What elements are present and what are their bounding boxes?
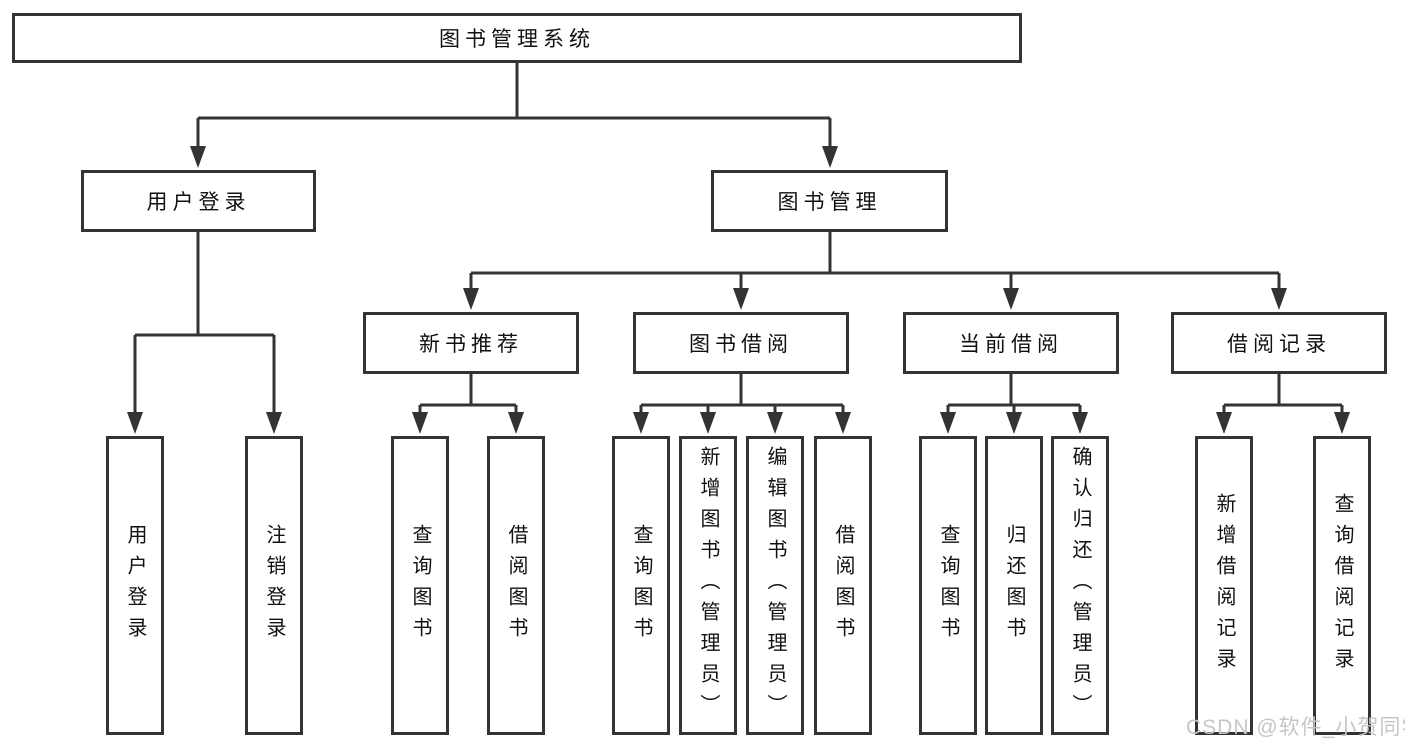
leaf-add-borrow-record: 新增借阅记录 [1195,436,1253,735]
arrowhead [767,412,783,434]
node-label: 图书借阅 [689,333,793,356]
leaf-query-books-current: 查询图书 [919,436,977,735]
arrowhead [1003,288,1019,310]
leaf-edit-book-admin: 编辑图书（管理员） [746,436,804,735]
csdn-watermark: CSDN @软件_小贺同学 [1186,716,1405,739]
node-label: 新书推荐 [419,333,523,356]
node-label: 注销登录 [263,523,285,648]
arrowhead [940,412,956,434]
arrowhead [1334,412,1350,434]
node-label: 查询借阅记录 [1331,492,1353,679]
node-label: 当前借阅 [959,333,1063,356]
connector-user-login-to-leaves [127,232,282,434]
node-label: 确认归还（管理员） [1069,446,1091,725]
node-new-book-recommend: 新书推荐 [363,312,579,374]
connector-root-to-level2 [190,62,838,168]
arrowhead [508,412,524,434]
node-current-borrow: 当前借阅 [903,312,1119,374]
connector-book-borrow-to-leaves [633,374,851,434]
leaf-query-borrow-record: 查询借阅记录 [1313,436,1371,735]
leaf-borrow-books: 借阅图书 [814,436,872,735]
leaf-user-login: 用户登录 [106,436,164,735]
arrowhead [1216,412,1232,434]
node-borrow-records: 借阅记录 [1171,312,1387,374]
connector-new-book-recommend-to-leaves [412,374,524,434]
arrowhead [190,146,206,168]
arrowhead [633,412,649,434]
arrowhead [733,288,749,310]
arrowhead [700,412,716,434]
arrowhead [127,412,143,434]
node-book-borrow: 图书借阅 [633,312,849,374]
connector-book-management-to-level3 [463,232,1287,310]
node-label: 图书管理 [777,191,882,214]
leaf-logout: 注销登录 [245,436,303,735]
node-label: 用户登录 [124,523,146,648]
leaf-query-books-borrow: 查询图书 [612,436,670,735]
node-label: 归还图书 [1003,523,1025,648]
leaf-add-book-admin: 新增图书（管理员） [679,436,737,735]
arrowhead [266,412,282,434]
leaf-confirm-return-admin: 确认归还（管理员） [1051,436,1109,735]
node-label: 查询图书 [937,523,959,648]
node-label: 查询图书 [409,523,431,648]
arrowhead [1271,288,1287,310]
arrowhead [463,288,479,310]
node-book-management: 图书管理 [711,170,948,232]
node-user-login: 用户登录 [81,170,316,232]
node-label: 借阅图书 [505,523,527,648]
leaf-return-book: 归还图书 [985,436,1043,735]
node-label: 新增图书（管理员） [697,446,719,725]
node-label: 借阅记录 [1227,333,1331,356]
arrowhead [1072,412,1088,434]
node-root-system: 图书管理系统 [12,13,1022,63]
arrowhead [412,412,428,434]
connector-borrow-records-to-leaves [1216,374,1350,434]
connector-current-borrow-to-leaves [940,374,1088,434]
arrowhead [822,146,838,168]
leaf-borrow-books-recommend: 借阅图书 [487,436,545,735]
node-label: 编辑图书（管理员） [764,446,786,725]
arrowhead [1006,412,1022,434]
node-label: 查询图书 [630,523,652,648]
node-label: 借阅图书 [832,523,854,648]
node-label: 图书管理系统 [439,28,595,51]
leaf-query-books-recommend: 查询图书 [391,436,449,735]
node-label: 新增借阅记录 [1213,492,1235,679]
arrowhead [835,412,851,434]
node-label: 用户登录 [146,191,251,214]
